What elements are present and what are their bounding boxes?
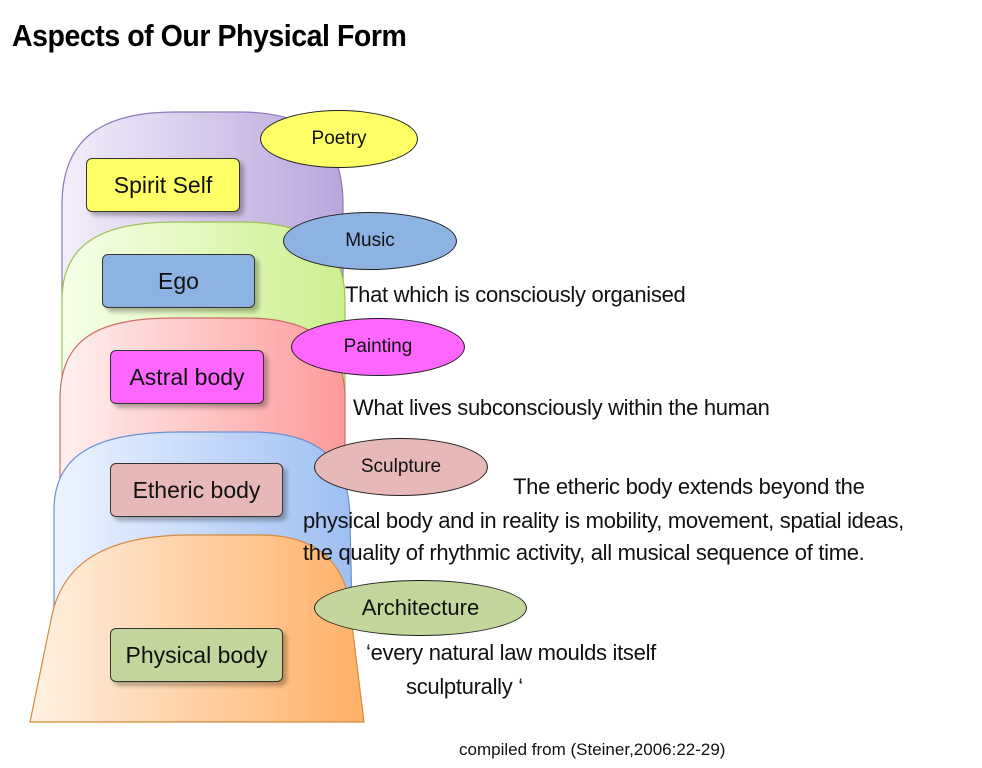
- page-title: Aspects of Our Physical Form: [12, 18, 407, 53]
- music-ellipse: Music: [283, 212, 457, 270]
- ego-description: That which is consciously organised: [345, 282, 686, 307]
- ego-label: Ego: [102, 254, 255, 308]
- physical-description-line-2: sculpturally ‘: [406, 674, 523, 699]
- physical-body-label: Physical body: [110, 628, 283, 682]
- poetry-ellipse: Poetry: [260, 110, 418, 168]
- citation: compiled from (Steiner,2006:22-29): [459, 740, 726, 759]
- painting-ellipse: Painting: [291, 318, 465, 376]
- etheric-body-label: Etheric body: [110, 463, 283, 517]
- etheric-description-line-3: the quality of rhythmic activity, all mu…: [303, 540, 865, 565]
- etheric-description-line-2: physical body and in reality is mobility…: [303, 508, 904, 533]
- physical-description-line-1: ‘every natural law moulds itself: [366, 640, 656, 665]
- sculpture-ellipse: Sculpture: [314, 438, 488, 496]
- spirit-self-label: Spirit Self: [86, 158, 240, 212]
- etheric-description-line-1: The etheric body extends beyond the: [513, 474, 865, 499]
- astral-description: What lives subconsciously within the hum…: [353, 395, 770, 420]
- astral-body-label: Astral body: [110, 350, 264, 404]
- architecture-ellipse: Architecture: [314, 580, 527, 636]
